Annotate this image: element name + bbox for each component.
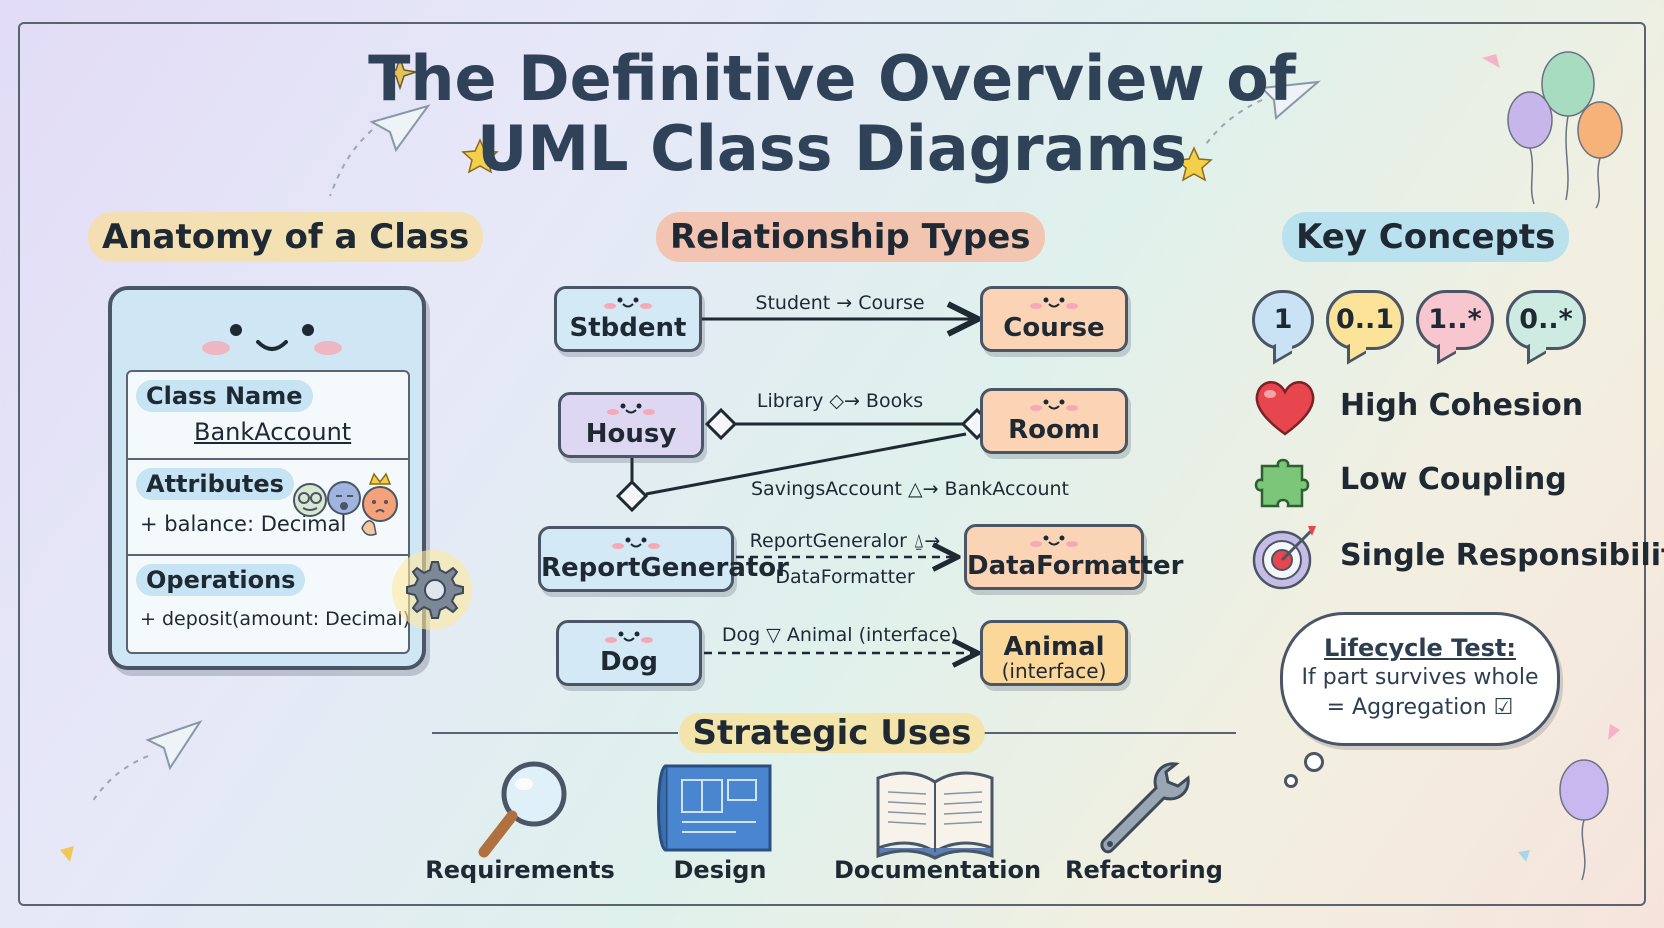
node-face-icon [1030, 535, 1078, 547]
use-design: Design [673, 856, 767, 884]
operations-compartment: Operations + deposit(amount: Decimal) [128, 556, 411, 654]
node-face-icon [1030, 399, 1078, 411]
multiplicity-bubble-0-1: 0..1 [1326, 290, 1404, 350]
housy-node-label: Housy [585, 419, 677, 449]
animal-node: Animal (interface) [980, 620, 1128, 686]
anatomy-heading: Anatomy of a Class [88, 212, 484, 262]
title-line-1: The Definitive Overview of [368, 42, 1296, 115]
realization-label: Dog ▽ Animal (interface) [721, 624, 959, 646]
attributes-label: Attributes [136, 468, 294, 500]
strategic-divider-right [984, 732, 1236, 734]
title-line-2: UML Class Diagrams [477, 112, 1187, 185]
association-label: Student → Course [755, 292, 925, 314]
lifecycle-line-2: = Aggregation ☑ [1326, 695, 1514, 720]
wrench-icon [1100, 762, 1190, 854]
attributes-compartment: Attributes + balance: Decimal [128, 460, 408, 556]
inheritance-label: SavingsAccount △→ BankAccount [751, 478, 1069, 500]
blueprint-icon [657, 764, 772, 852]
emoji-faces-icon [293, 472, 398, 536]
data-formatter-node: DataFormatter [964, 524, 1184, 590]
student-node: Stbdent [554, 286, 702, 352]
dependency-label-line-2: DataFormatter [775, 566, 915, 588]
concept-high-cohesion: High Cohesion [1340, 388, 1584, 423]
aggregation-label: Library ◇→ Books [756, 390, 924, 412]
use-requirements: Requirements [425, 856, 615, 884]
thought-dot [1284, 774, 1298, 788]
operation-item: + deposit(amount: Decimal) [140, 608, 411, 630]
course-node-label: Course [1003, 313, 1105, 343]
smiley-face-icon [202, 324, 342, 355]
class-card: Class Name BankAccount Attributes + bala… [108, 286, 426, 670]
key-concepts-heading: Key Concepts [1282, 212, 1570, 262]
student-node-label: Stbdent [569, 313, 687, 343]
use-refactoring: Refactoring [1065, 856, 1223, 884]
animal-node-text: Animal (interface) [983, 633, 1125, 681]
use-documentation: Documentation [834, 856, 1042, 884]
page-title: The Definitive Overview of UML Class Dia… [0, 44, 1664, 184]
data-formatter-node-label: DataFormatter [967, 551, 1184, 581]
puzzle-icon [1254, 458, 1310, 508]
room-node-label: Roomı [1008, 415, 1100, 445]
node-face-icon [612, 537, 660, 549]
animal-node-sublabel: (interface) [1001, 659, 1107, 683]
node-face-icon [605, 631, 653, 643]
class-compartments: Class Name BankAccount Attributes + bala… [126, 370, 410, 654]
node-face-icon [604, 297, 652, 309]
operations-label: Operations [136, 564, 306, 596]
class-name-compartment: Class Name BankAccount [128, 372, 408, 460]
gear-icon [392, 550, 472, 630]
dog-node-label: Dog [599, 647, 659, 677]
housy-node: Housy [558, 392, 704, 458]
heart-icon [1255, 381, 1315, 436]
class-name-value: BankAccount [194, 418, 352, 446]
multiplicity-bubble-0-many: 0..* [1506, 290, 1586, 350]
animal-node-label: Animal [1003, 632, 1105, 662]
report-generator-node-label: ReportGenerator [541, 553, 789, 583]
lifecycle-title: Lifecycle Test: [1323, 634, 1516, 662]
page-frame [18, 22, 1646, 906]
book-icon [876, 771, 994, 860]
report-generator-node: ReportGenerator [538, 526, 789, 592]
lifecycle-test-cloud: Lifecycle Test: If part survives whole =… [1280, 612, 1560, 746]
concept-single-responsibility: Single Responsibility [1340, 538, 1664, 573]
concept-low-coupling: Low Coupling [1340, 462, 1567, 497]
strategic-heading: Strategic Uses [0, 708, 1664, 758]
relationship-heading: Relationship Types [656, 212, 1045, 262]
strategic-divider-left [432, 732, 678, 734]
multiplicity-bubble-1: 1 [1252, 290, 1314, 350]
multiplicity-bubble-1-many: 1..* [1416, 290, 1494, 350]
node-face-icon [1030, 297, 1078, 309]
strategic-heading-text: Strategic Uses [678, 713, 986, 753]
dependency-label-line-1: ReportGeneralor ⍙→ [749, 530, 941, 552]
room-node: Roomı [980, 388, 1128, 454]
class-name-label: Class Name [136, 380, 313, 412]
course-node: Course [980, 286, 1128, 352]
magnifier-icon [478, 761, 567, 858]
target-icon [1252, 526, 1316, 590]
lifecycle-line-1: If part survives whole [1301, 665, 1539, 690]
dog-node: Dog [556, 620, 702, 686]
node-face-icon [607, 403, 655, 415]
thought-dot [1304, 752, 1324, 772]
